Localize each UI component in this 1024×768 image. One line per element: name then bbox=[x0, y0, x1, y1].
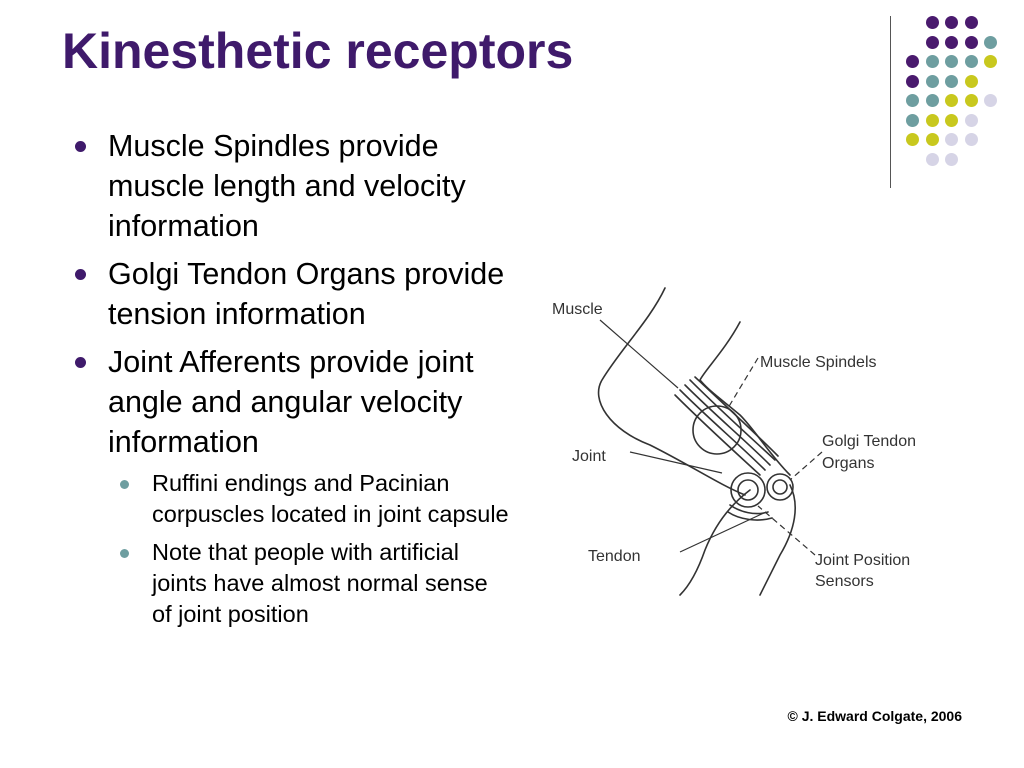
decorative-dot bbox=[945, 113, 958, 127]
sub-bullet-text: Ruffini endings and Pacinian corpuscles … bbox=[152, 470, 509, 527]
bullet-item: Joint Afferents provide joint angle and … bbox=[72, 342, 512, 630]
label-muscle: Muscle bbox=[552, 301, 603, 318]
thigh-back-outline bbox=[699, 321, 791, 476]
label-golgi-line2: Organs bbox=[822, 455, 874, 472]
knee-anatomy-diagram: Muscle Muscle Spindels Golgi Tendon Orga… bbox=[552, 287, 916, 596]
golgi-circle bbox=[766, 473, 794, 501]
sub-bullet-item: Ruffini endings and Pacinian corpuscles … bbox=[106, 468, 512, 530]
decorative-dot bbox=[906, 74, 919, 88]
decorative-dot bbox=[925, 55, 939, 68]
decorative-dot bbox=[925, 94, 939, 107]
joint-circle bbox=[730, 472, 766, 508]
decorative-dot-grid bbox=[900, 8, 1020, 168]
decorative-dot bbox=[925, 35, 939, 49]
decorative-dot bbox=[906, 94, 919, 107]
label-jps-line2: Sensors bbox=[815, 573, 874, 590]
decorative-dot bbox=[906, 113, 919, 127]
sub-bullet-item: Note that people with artificial joints … bbox=[106, 537, 512, 630]
decorative-dot bbox=[964, 133, 978, 146]
slide-title: Kinesthetic receptors bbox=[62, 23, 574, 79]
decorative-dot bbox=[964, 113, 978, 127]
shin-outline bbox=[679, 489, 751, 596]
bullet-item: Muscle Spindles provide muscle length an… bbox=[72, 126, 512, 246]
bullet-text: Joint Afferents provide joint angle and … bbox=[108, 345, 474, 459]
copyright-notice: © J. Edward Colgate, 2006 bbox=[787, 708, 963, 724]
decorative-dot bbox=[945, 35, 958, 49]
decorative-dot bbox=[925, 133, 939, 146]
decorative-dot bbox=[945, 94, 958, 107]
decorative-dot bbox=[945, 152, 958, 166]
sub-bullet-text: Note that people with artificial joints … bbox=[152, 539, 488, 627]
decorative-dot bbox=[984, 35, 997, 49]
label-muscle-spindels: Muscle Spindels bbox=[760, 354, 877, 371]
muscle-spindle-circle bbox=[692, 405, 742, 455]
decorative-dot bbox=[906, 133, 919, 146]
decorative-dot bbox=[925, 16, 939, 29]
label-golgi-line1: Golgi Tendon bbox=[822, 433, 916, 450]
decorative-divider bbox=[890, 16, 891, 188]
decorative-dot bbox=[925, 113, 939, 127]
decorative-dot bbox=[964, 16, 978, 29]
decorative-dot bbox=[925, 152, 939, 166]
label-jps-line1: Joint Position bbox=[815, 552, 910, 569]
bullet-text: Golgi Tendon Organs provide tension info… bbox=[108, 257, 505, 331]
decorative-dot bbox=[964, 55, 978, 68]
decorative-dot bbox=[964, 94, 978, 107]
decorative-dot bbox=[945, 16, 958, 29]
sub-bullet-list: Ruffini endings and Pacinian corpuscles … bbox=[108, 468, 512, 630]
bullet-item: Golgi Tendon Organs provide tension info… bbox=[72, 254, 512, 334]
decorative-dot bbox=[945, 55, 958, 68]
decorative-dot bbox=[964, 74, 978, 88]
label-tendon: Tendon bbox=[588, 548, 641, 565]
decorative-dot bbox=[945, 133, 958, 146]
decorative-dot bbox=[945, 74, 958, 88]
decorative-dot bbox=[964, 35, 978, 49]
label-joint: Joint bbox=[572, 448, 606, 465]
decorative-dot bbox=[925, 74, 939, 88]
decorative-dot bbox=[984, 94, 997, 107]
decorative-dot bbox=[984, 55, 997, 68]
bullet-list: Muscle Spindles provide muscle length an… bbox=[72, 126, 512, 638]
thigh-outline bbox=[597, 287, 746, 496]
bullet-text: Muscle Spindles provide muscle length an… bbox=[108, 129, 466, 243]
decorative-dot bbox=[906, 55, 919, 68]
calf-outline bbox=[759, 484, 796, 596]
